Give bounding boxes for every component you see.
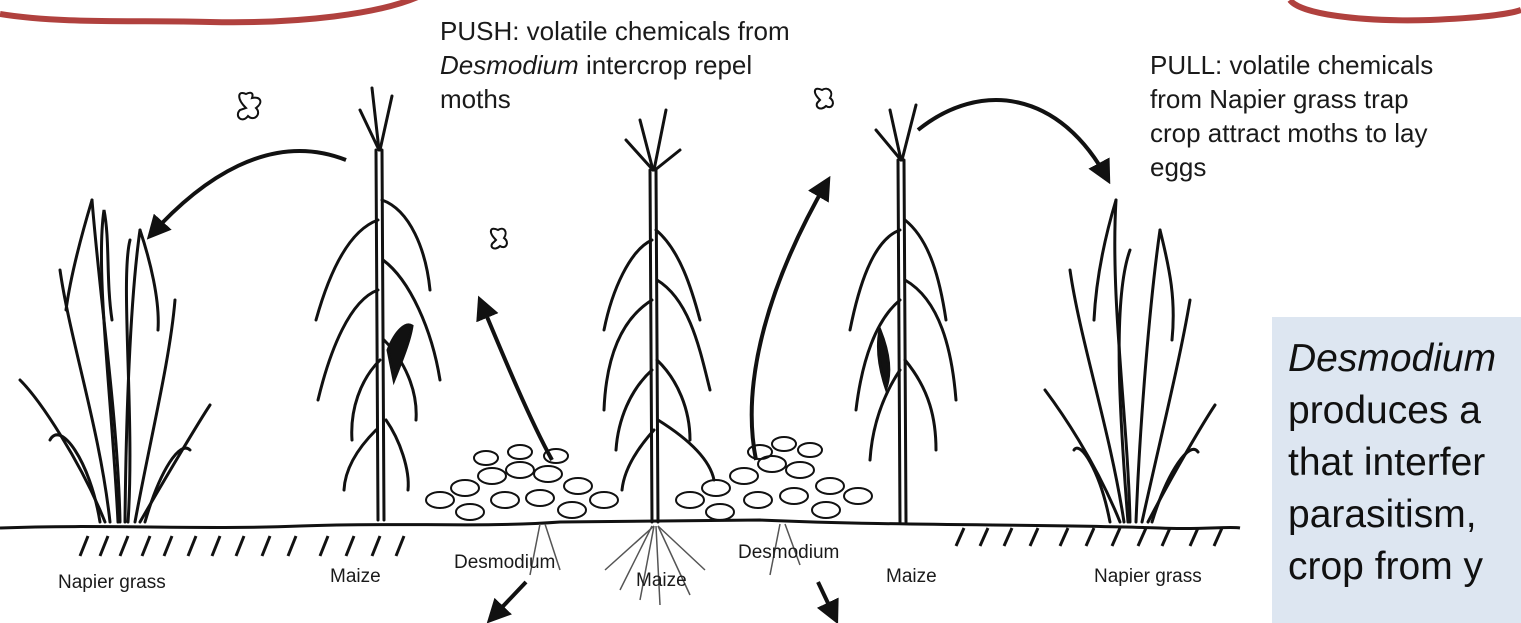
info-box-line4: parasitism, <box>1288 493 1477 537</box>
info-box-line1: Desmodium <box>1288 337 1496 381</box>
pull-caption-line4: eggs <box>1150 150 1520 184</box>
red-annotation-left <box>0 0 420 22</box>
napier-grass-left <box>20 200 210 522</box>
roots <box>530 524 800 605</box>
maize-plant-right <box>850 105 956 522</box>
pull-caption-line3: crop attract moths to lay <box>1150 116 1520 150</box>
label-maize-center: Maize <box>636 570 687 592</box>
desmodium-plant-left <box>426 445 618 520</box>
pull-caption: PULL: volatile chemicals from Napier gra… <box>1150 48 1520 184</box>
push-caption-desmodium: Desmodium <box>440 50 579 80</box>
arrow-maize-to-napier-left <box>150 151 346 236</box>
info-box: Desmodium produces a that interfer paras… <box>1272 317 1521 623</box>
pull-caption-line1: PULL: volatile chemicals <box>1150 48 1520 82</box>
push-caption-line1: PUSH: volatile chemicals from <box>440 14 900 48</box>
soil-hatch-left <box>80 536 404 556</box>
info-box-line5: crop from y <box>1288 545 1483 589</box>
label-maize-left: Maize <box>330 566 381 588</box>
arrow-push-left <box>480 300 552 460</box>
napier-grass-right <box>1045 200 1215 522</box>
label-maize-right: Maize <box>886 566 937 588</box>
push-caption-line2: Desmodium intercrop repel <box>440 48 900 82</box>
label-desmodium-left: Desmodium <box>454 552 555 574</box>
info-box-line3: that interfer <box>1288 441 1485 485</box>
arrow-down-left <box>490 582 526 620</box>
push-caption: PUSH: volatile chemicals from Desmodium … <box>440 14 900 116</box>
arrow-down-right <box>818 582 836 620</box>
pull-caption-line2: from Napier grass trap <box>1150 82 1520 116</box>
soil-hatch-right <box>956 528 1222 546</box>
maize-plant-center <box>604 110 714 522</box>
desmodium-plant-right <box>676 437 872 520</box>
label-napier-grass-left: Napier grass <box>58 572 166 594</box>
info-box-line2: produces a <box>1288 389 1481 433</box>
maize-plant-left <box>316 88 440 520</box>
label-napier-grass-right: Napier grass <box>1094 566 1202 588</box>
red-annotation-right <box>1290 0 1521 20</box>
arrow-push-right <box>752 180 828 460</box>
push-caption-line2-rest: intercrop repel <box>579 50 752 80</box>
ground-line <box>0 520 1240 529</box>
push-caption-line3: moths <box>440 82 900 116</box>
label-desmodium-right: Desmodium <box>738 542 839 564</box>
arrow-pull-right <box>918 100 1108 180</box>
